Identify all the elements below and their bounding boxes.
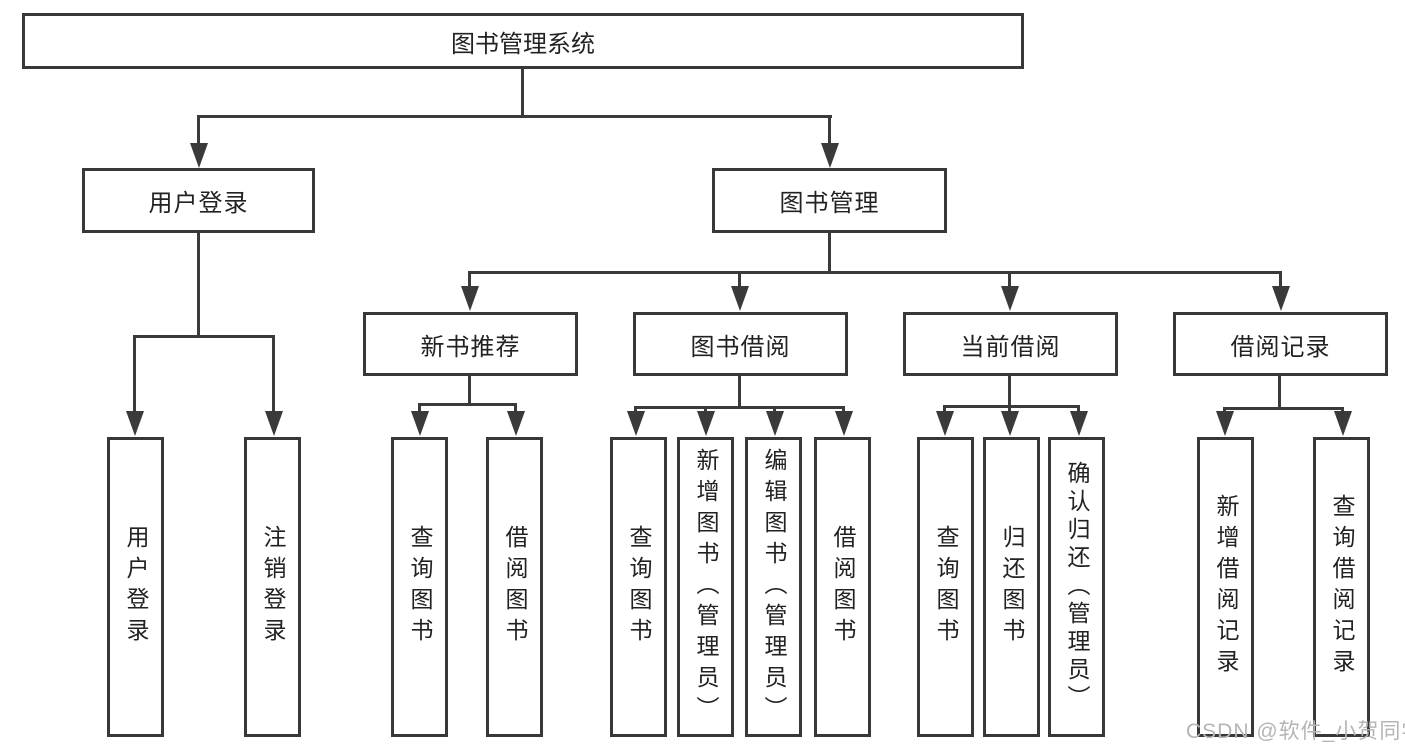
connector-line	[272, 335, 275, 413]
arrow-down-icon	[766, 411, 784, 436]
watermark: CSDN @软件_小贺同学	[1186, 720, 1405, 743]
leaf-return-books: 归还图书	[983, 437, 1040, 737]
leaf-borrow-books-borrowing: 借阅图书	[814, 437, 871, 737]
connector-line	[634, 406, 845, 409]
node-new-book-recommendation-label: 新书推荐	[420, 333, 521, 361]
connector-line	[468, 376, 471, 406]
connector-line	[197, 233, 200, 338]
leaf-add-borrow-record: 新增借阅记录	[1197, 437, 1254, 737]
connector-line	[133, 335, 275, 338]
node-book-management-label: 图书管理	[779, 190, 880, 217]
leaf-edit-books-admin-label: 编辑图书（管理员）	[761, 447, 787, 727]
connector-line	[1008, 376, 1011, 408]
connector-line	[1077, 405, 1080, 413]
connector-line	[738, 376, 741, 409]
node-borrowing-records-label: 借阅记录	[1230, 333, 1331, 361]
arrow-down-icon	[821, 143, 839, 168]
leaf-query-borrow-record-label: 查询借阅记录	[1329, 494, 1355, 680]
arrow-down-icon	[507, 411, 525, 436]
node-current-borrowing: 当前借阅	[903, 312, 1118, 376]
connector-line	[842, 406, 845, 413]
leaf-query-borrow-record: 查询借阅记录	[1313, 437, 1370, 737]
arrow-down-icon	[731, 286, 749, 311]
arrow-down-icon	[1001, 411, 1019, 436]
leaf-add-books-admin: 新增图书（管理员）	[677, 437, 734, 737]
leaf-query-books-recommend-label: 查询图书	[407, 525, 433, 649]
node-book-borrowing-label: 图书借阅	[690, 333, 791, 361]
arrow-down-icon	[1001, 286, 1019, 311]
arrow-down-icon	[1334, 411, 1352, 436]
arrow-down-icon	[627, 411, 645, 436]
node-new-book-recommendation: 新书推荐	[363, 312, 578, 376]
connector-line	[197, 115, 832, 118]
arrow-down-icon	[936, 411, 954, 436]
leaf-borrow-books-recommend-label: 借阅图书	[502, 525, 528, 649]
arrow-down-icon	[411, 411, 429, 436]
leaf-query-books-borrowing-label: 查询图书	[626, 525, 652, 649]
leaf-borrow-books-recommend: 借阅图书	[486, 437, 543, 737]
connector-line	[704, 406, 707, 413]
leaf-return-books-label: 归还图书	[999, 525, 1025, 649]
leaf-borrow-books-borrowing-label: 借阅图书	[830, 525, 856, 649]
connector-line	[738, 271, 741, 287]
arrow-down-icon	[126, 411, 144, 436]
leaf-logout-label: 注销登录	[260, 525, 286, 649]
leaf-confirm-return-admin: 确认归还（管理员）	[1048, 437, 1105, 737]
connector-line	[1278, 376, 1281, 410]
node-user-login: 用户登录	[82, 168, 315, 233]
connector-line	[828, 233, 831, 274]
connector-line	[418, 403, 517, 406]
leaf-query-books-current: 查询图书	[917, 437, 974, 737]
leaf-add-books-admin-label: 新增图书（管理员）	[693, 447, 719, 727]
arrow-down-icon	[1216, 411, 1234, 436]
leaf-query-books-borrowing: 查询图书	[610, 437, 667, 737]
node-borrowing-records: 借阅记录	[1173, 312, 1388, 376]
connector-line	[828, 115, 831, 147]
node-book-management: 图书管理	[712, 168, 947, 233]
leaf-query-books-current-label: 查询图书	[933, 525, 959, 649]
arrow-down-icon	[461, 286, 479, 311]
arrow-down-icon	[697, 411, 715, 436]
arrow-down-icon	[265, 411, 283, 436]
node-current-borrowing-label: 当前借阅	[960, 333, 1061, 361]
connector-line	[1008, 405, 1011, 413]
node-user-login-label: 用户登录	[148, 190, 249, 217]
arrow-down-icon	[1272, 286, 1290, 311]
connector-line	[1008, 271, 1011, 287]
connector-line	[514, 403, 517, 413]
node-book-borrowing: 图书借阅	[633, 312, 848, 376]
connector-line	[943, 405, 946, 413]
leaf-user-login-label: 用户登录	[123, 525, 149, 649]
connector-line	[773, 406, 776, 413]
leaf-logout: 注销登录	[244, 437, 301, 737]
connector-line	[133, 335, 136, 413]
leaf-add-borrow-record-label: 新增借阅记录	[1213, 494, 1239, 680]
connector-line	[1279, 271, 1282, 287]
arrow-down-icon	[835, 411, 853, 436]
leaf-query-books-recommend: 查询图书	[391, 437, 448, 737]
connector-line	[418, 403, 421, 413]
connector-line	[1341, 407, 1344, 413]
connector-line	[943, 405, 1080, 408]
arrow-down-icon	[1070, 411, 1088, 436]
connector-line	[197, 115, 200, 147]
connector-line	[1223, 407, 1226, 413]
leaf-confirm-return-admin-label: 确认归还（管理员）	[1064, 461, 1090, 713]
leaf-edit-books-admin: 编辑图书（管理员）	[745, 437, 802, 737]
connector-line	[634, 406, 637, 413]
connector-line	[468, 271, 471, 287]
connector-line	[468, 271, 1282, 274]
node-library-system: 图书管理系统	[22, 13, 1024, 69]
connector-line	[1223, 407, 1344, 410]
leaf-user-login: 用户登录	[107, 437, 164, 737]
arrow-down-icon	[190, 143, 208, 168]
connector-line	[521, 68, 524, 117]
node-library-system-label: 图书管理系统	[451, 30, 595, 58]
